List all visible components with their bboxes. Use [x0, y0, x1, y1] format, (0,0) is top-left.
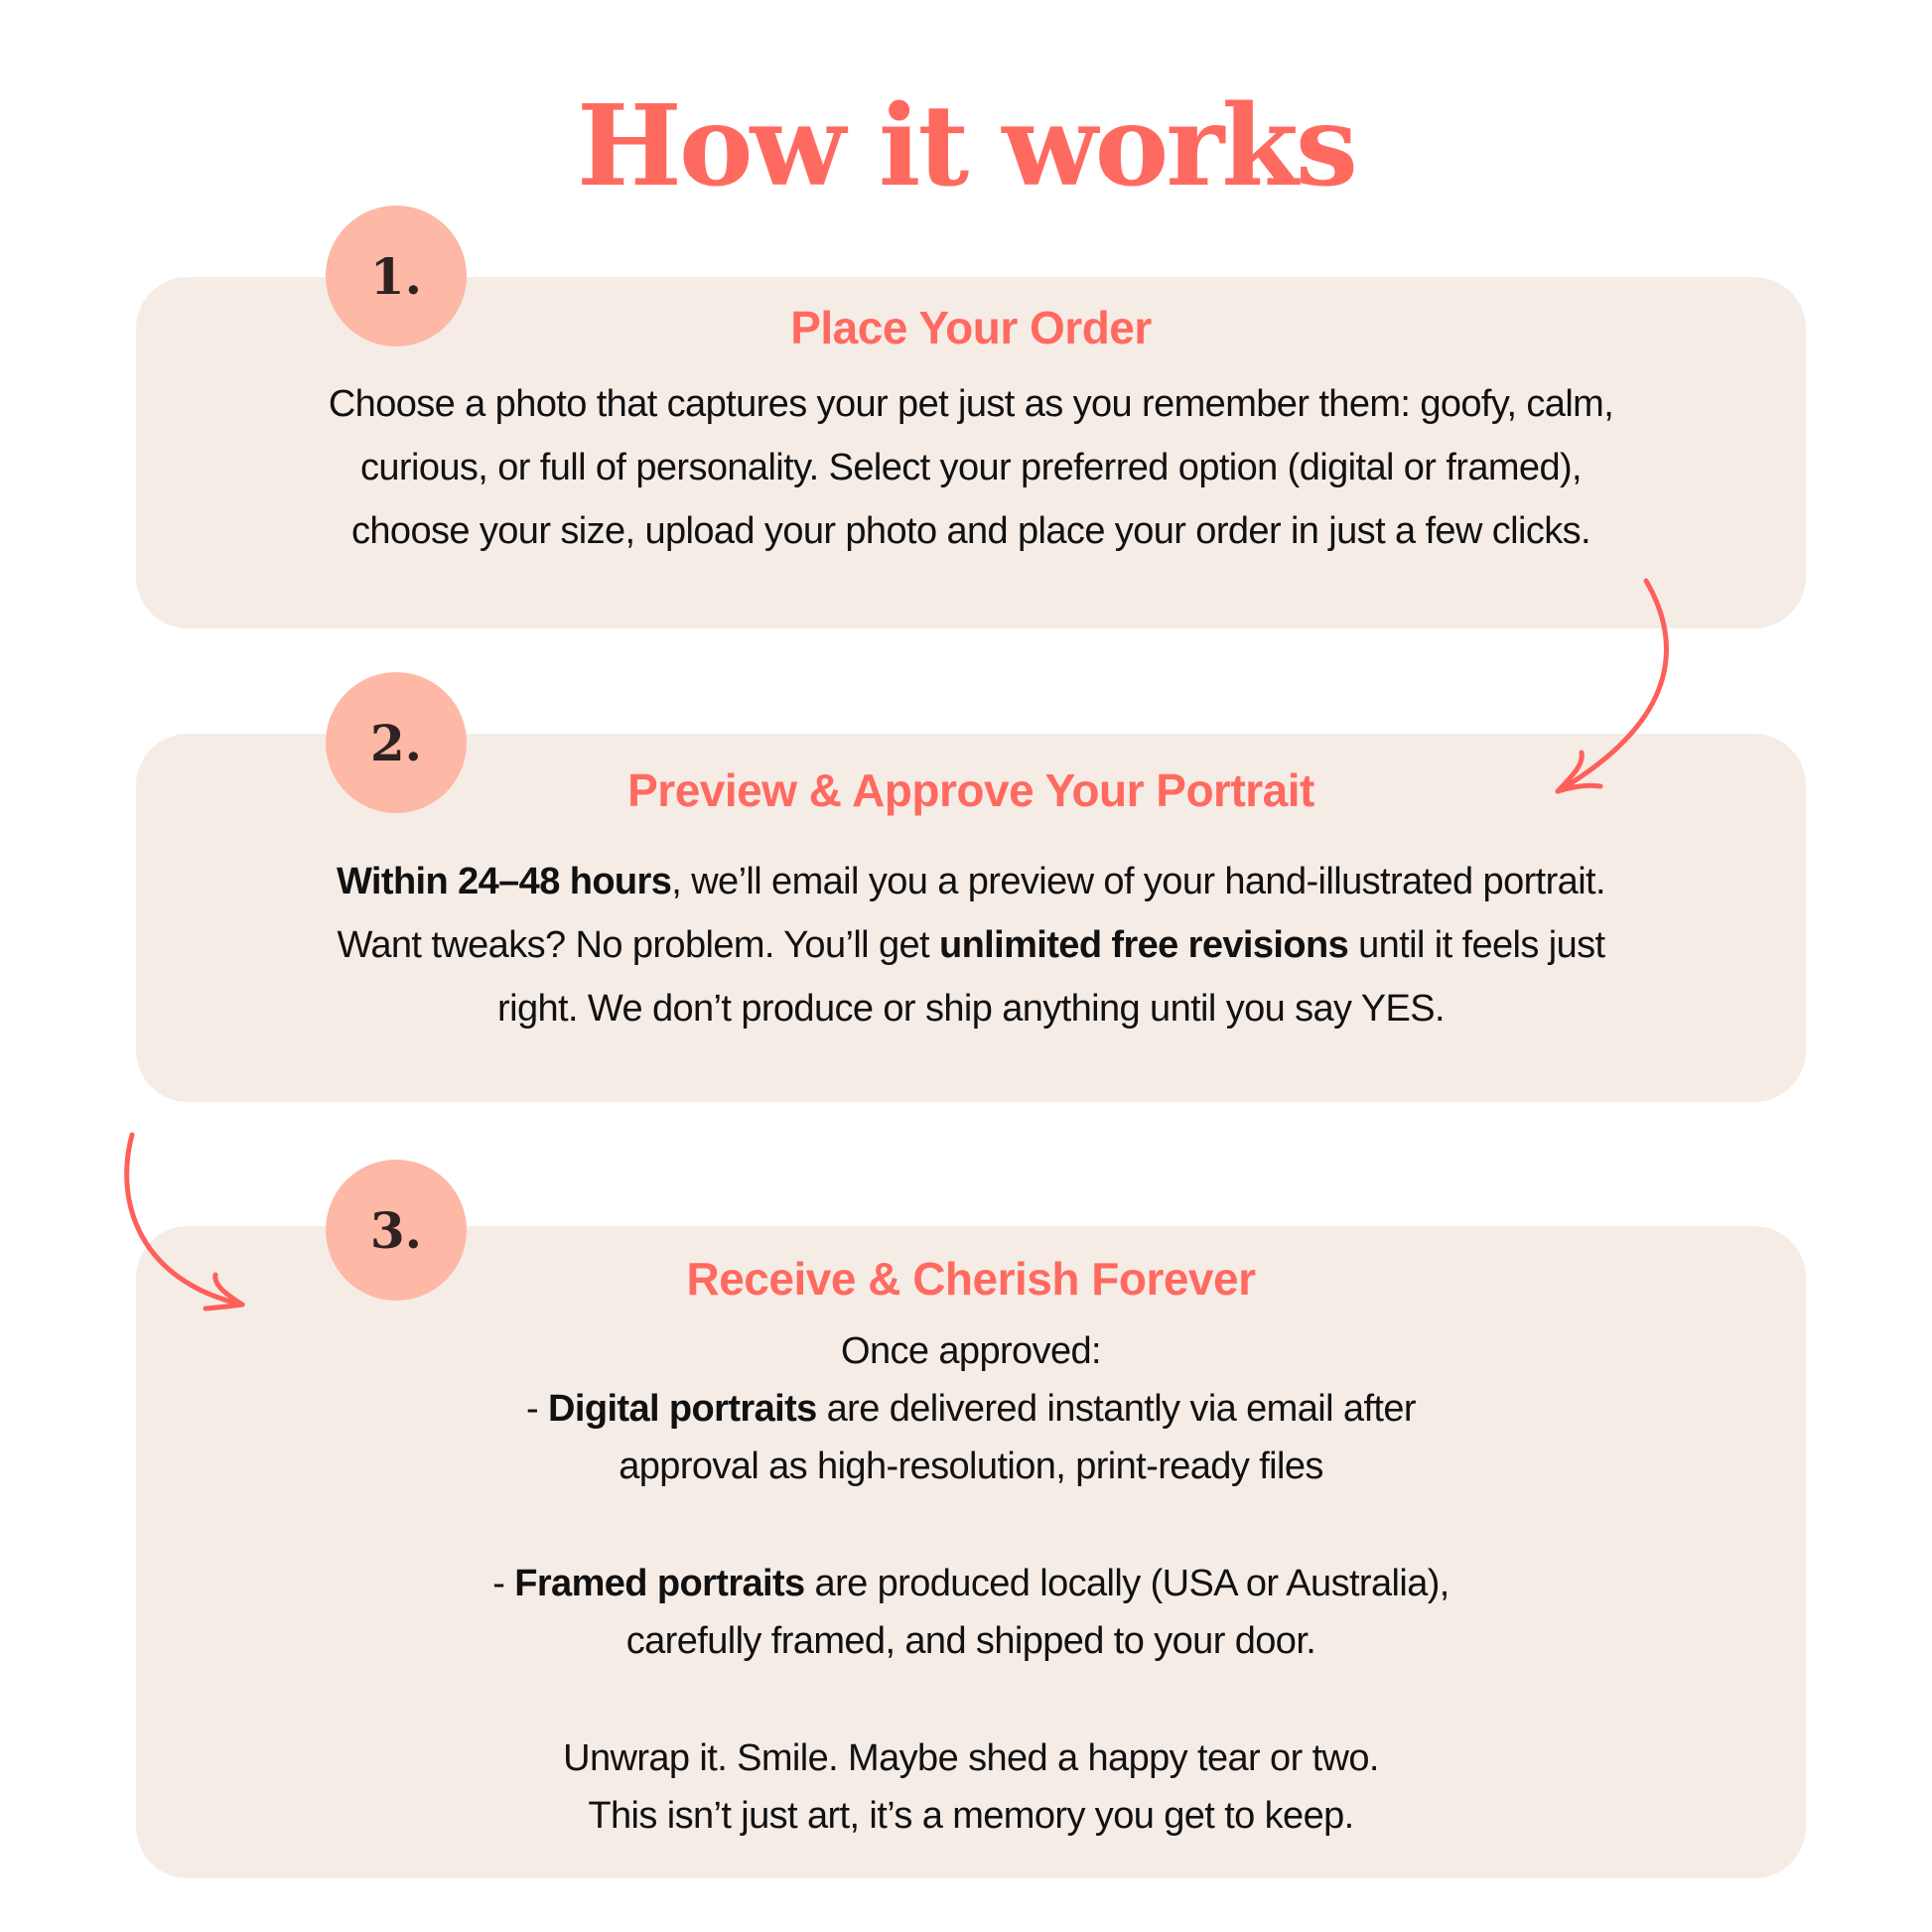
body-line: - Digital portraits are delivered instan… — [136, 1380, 1806, 1438]
text: until it feels just — [1348, 924, 1605, 966]
body-line: choose your size, upload your photo and … — [350, 510, 1591, 552]
step-number-badge: 2. — [326, 672, 467, 813]
bold-text: unlimited free revisions — [938, 924, 1349, 966]
spacer — [136, 1495, 1806, 1555]
body-line: Want tweaks? No problem. You’ll get unli… — [136, 913, 1806, 977]
body-line: carefully framed, and shipped to your do… — [625, 1620, 1316, 1662]
step-number-badge: 1. — [326, 206, 467, 346]
body-line: curious, or full of personality. Select … — [359, 447, 1583, 488]
body-line: Unwrap it. Smile. Maybe shed a happy tea… — [563, 1737, 1379, 1779]
step-body: Choose a photo that captures your pet ju… — [136, 372, 1806, 563]
step-heading: Receive & Cherish Forever — [686, 1253, 1257, 1305]
step-number-badge: 3. — [326, 1160, 467, 1301]
bold-text: Framed portraits — [514, 1563, 805, 1604]
dash: - — [526, 1388, 549, 1430]
dash: - — [492, 1563, 515, 1604]
text: Want tweaks? No problem. You’ll get — [337, 924, 939, 966]
step-heading: Place Your Order — [790, 302, 1152, 353]
bold-text: Digital portraits — [548, 1388, 817, 1430]
body-line: right. We don’t produce or ship anything… — [497, 988, 1445, 1030]
spacer — [136, 1670, 1806, 1729]
text: are delivered instantly via email after — [816, 1388, 1417, 1430]
body-line: Within 24–48 hours, we’ll email you a pr… — [136, 850, 1806, 913]
step-card-2: Preview & Approve Your Portrait Within 2… — [136, 734, 1806, 1102]
body-line: This isn’t just art, it’s a memory you g… — [588, 1795, 1354, 1837]
body-line: Choose a photo that captures your pet ju… — [328, 383, 1614, 425]
body-line: - Framed portraits are produced locally … — [136, 1555, 1806, 1612]
step-card-1: Place Your Order Choose a photo that cap… — [136, 277, 1806, 628]
text: , we’ll email you a preview of your hand… — [671, 861, 1605, 902]
step-body: Within 24–48 hours, we’ll email you a pr… — [136, 850, 1806, 1040]
page-title: How it works — [577, 81, 1358, 211]
step-heading: Preview & Approve Your Portrait — [627, 764, 1314, 816]
step-body: Once approved: - Digital portraits are d… — [136, 1322, 1806, 1845]
body-line: approval as high-resolution, print-ready… — [619, 1446, 1323, 1487]
text: are produced locally (USA or Australia), — [804, 1563, 1450, 1604]
body-line: Once approved: — [841, 1330, 1102, 1372]
bold-text: Within 24–48 hours — [337, 861, 672, 902]
step-card-3: Receive & Cherish Forever Once approved:… — [136, 1226, 1806, 1878]
